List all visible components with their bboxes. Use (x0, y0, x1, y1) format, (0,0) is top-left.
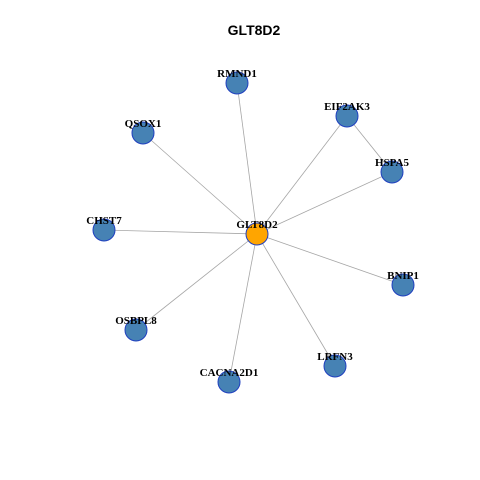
node-osbpl8[interactable] (124, 318, 148, 342)
node-label-bnip1: BNIP1 (387, 270, 419, 282)
edge-glt8d2-cacna2d1 (228, 233, 258, 383)
edge-eif2ak3-hspa5 (346, 115, 393, 173)
node-chst7[interactable] (92, 218, 116, 242)
node-label-cacna2d1: CACNA2D1 (200, 367, 259, 379)
node-label-hspa5: HSPA5 (375, 157, 410, 169)
node-lrfn3[interactable] (323, 354, 347, 378)
edge-glt8d2-rmnd1 (236, 82, 258, 235)
node-label-eif2ak3: EIF2AK3 (324, 101, 370, 113)
edge-glt8d2-osbpl8 (135, 233, 258, 331)
label-layer: GLT8D2 RMND1EIF2AK3QSOX1HSPA5CHST7BNIP1OS… (86, 68, 419, 379)
node-label-glt8d2: GLT8D2 (236, 219, 278, 231)
edge-glt8d2-chst7 (103, 229, 258, 235)
node-rmnd1[interactable] (225, 71, 249, 95)
edge-glt8d2-bnip1 (256, 233, 404, 286)
node-qsox1[interactable] (131, 121, 155, 145)
diagram-title: GLT8D2 (228, 22, 281, 38)
node-label-lrfn3: LRFN3 (317, 351, 353, 363)
node-eif2ak3[interactable] (335, 104, 359, 128)
node-bnip1[interactable] (391, 273, 415, 297)
node-label-chst7: CHST7 (86, 215, 122, 227)
node-cacna2d1[interactable] (217, 370, 241, 394)
node-glt8d2[interactable] (245, 222, 269, 246)
edge-glt8d2-qsox1 (142, 132, 258, 235)
node-hspa5[interactable] (380, 160, 404, 184)
edge-glt8d2-lrfn3 (256, 233, 336, 367)
node-label-qsox1: QSOX1 (125, 118, 162, 130)
node-label-osbpl8: OSBPL8 (115, 315, 157, 327)
edge-layer (103, 82, 404, 383)
node-label-rmnd1: RMND1 (217, 68, 257, 80)
edge-glt8d2-hspa5 (256, 171, 393, 235)
node-layer (92, 71, 415, 394)
edge-glt8d2-eif2ak3 (256, 115, 348, 235)
